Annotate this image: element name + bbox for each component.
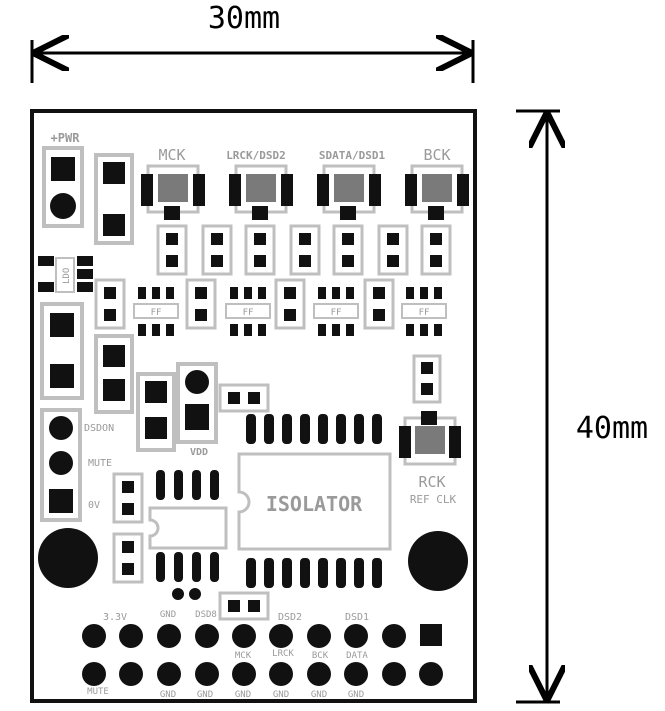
hdr-bot-gnd-2: GND <box>197 690 213 700</box>
hdr-top-gnd: GND <box>160 610 176 620</box>
ff-label-1: FF <box>151 308 162 318</box>
mck-connector <box>141 164 205 220</box>
hdr-bot-gnd-3: GND <box>235 690 251 700</box>
mounting-hole-right <box>408 531 468 591</box>
height-label: 40mm <box>576 411 648 446</box>
hdr-bot-mute: MUTE <box>87 687 109 697</box>
header-labels: 3.3V GND DSD8 DSD2 DSD1 MCK LRCK BCK DAT… <box>87 610 369 700</box>
lrck-dsd2-label: LRCK/DSD2 <box>226 149 286 162</box>
mute-label: MUTE <box>88 458 112 469</box>
ff-label-4: FF <box>419 308 430 318</box>
ldo-regulator: LDO <box>38 256 93 293</box>
height-dimension: 40mm <box>516 109 648 704</box>
hdr-top-dsd1: DSD1 <box>345 612 369 623</box>
mounting-hole-left <box>38 528 98 588</box>
header-pins-top-row <box>82 624 442 648</box>
ff-label-3: FF <box>331 308 342 318</box>
ldo-label: LDO <box>62 268 72 284</box>
hdr-bot-gnd-6: GND <box>348 690 364 700</box>
hdr-top-dsd8: DSD8 <box>195 610 217 620</box>
dsdon-label: DSDON <box>84 423 114 434</box>
isolator-ic: ISOLATOR <box>237 414 392 588</box>
vdd-label: VDD <box>190 447 208 458</box>
ref-clk-label: REF CLK <box>410 493 457 506</box>
left-capacitor-pads <box>40 302 134 414</box>
sdata-dsd1-label: SDATA/DSD1 <box>319 149 386 162</box>
flipflop-row: FF FF FF FF <box>94 278 447 336</box>
capacitor-pads <box>94 153 134 245</box>
width-dimension: 30mm <box>30 1 475 83</box>
pwr-connector <box>42 146 84 228</box>
hdr-mid-bck: BCK <box>312 651 329 661</box>
hdr-mid-mck: MCK <box>235 651 252 661</box>
hdr-bot-gnd-5: GND <box>311 690 327 700</box>
isolator-label: ISOLATOR <box>266 492 363 516</box>
width-label: 30mm <box>208 1 280 36</box>
sdata-connector <box>317 164 381 220</box>
vdd-regulator: VDD <box>136 362 270 458</box>
lrck-connector <box>229 164 293 220</box>
clock-connectors <box>141 164 469 220</box>
pwr-label: +PWR <box>51 131 81 145</box>
resistor-row <box>156 224 452 276</box>
mode-connector: DSDON MUTE 0V <box>40 408 114 522</box>
rck-connector: RCK REF CLK <box>399 354 461 506</box>
bck-label: BCK <box>423 146 450 164</box>
mck-label: MCK <box>158 146 185 164</box>
hdr-top-3v3: 3.3V <box>103 612 127 623</box>
header-pins-bottom-row <box>82 662 443 686</box>
hdr-bot-gnd-1: GND <box>160 690 176 700</box>
logic-ic <box>112 470 270 621</box>
bck-connector <box>405 164 469 220</box>
zero-v-label: 0V <box>88 500 100 511</box>
hdr-mid-lrck: LRCK <box>272 649 294 659</box>
hdr-top-dsd2: DSD2 <box>278 612 302 623</box>
ff-label-2: FF <box>243 308 254 318</box>
rck-label: RCK <box>418 473 445 491</box>
hdr-bot-gnd-4: GND <box>273 690 289 700</box>
hdr-mid-data: DATA <box>346 651 368 661</box>
